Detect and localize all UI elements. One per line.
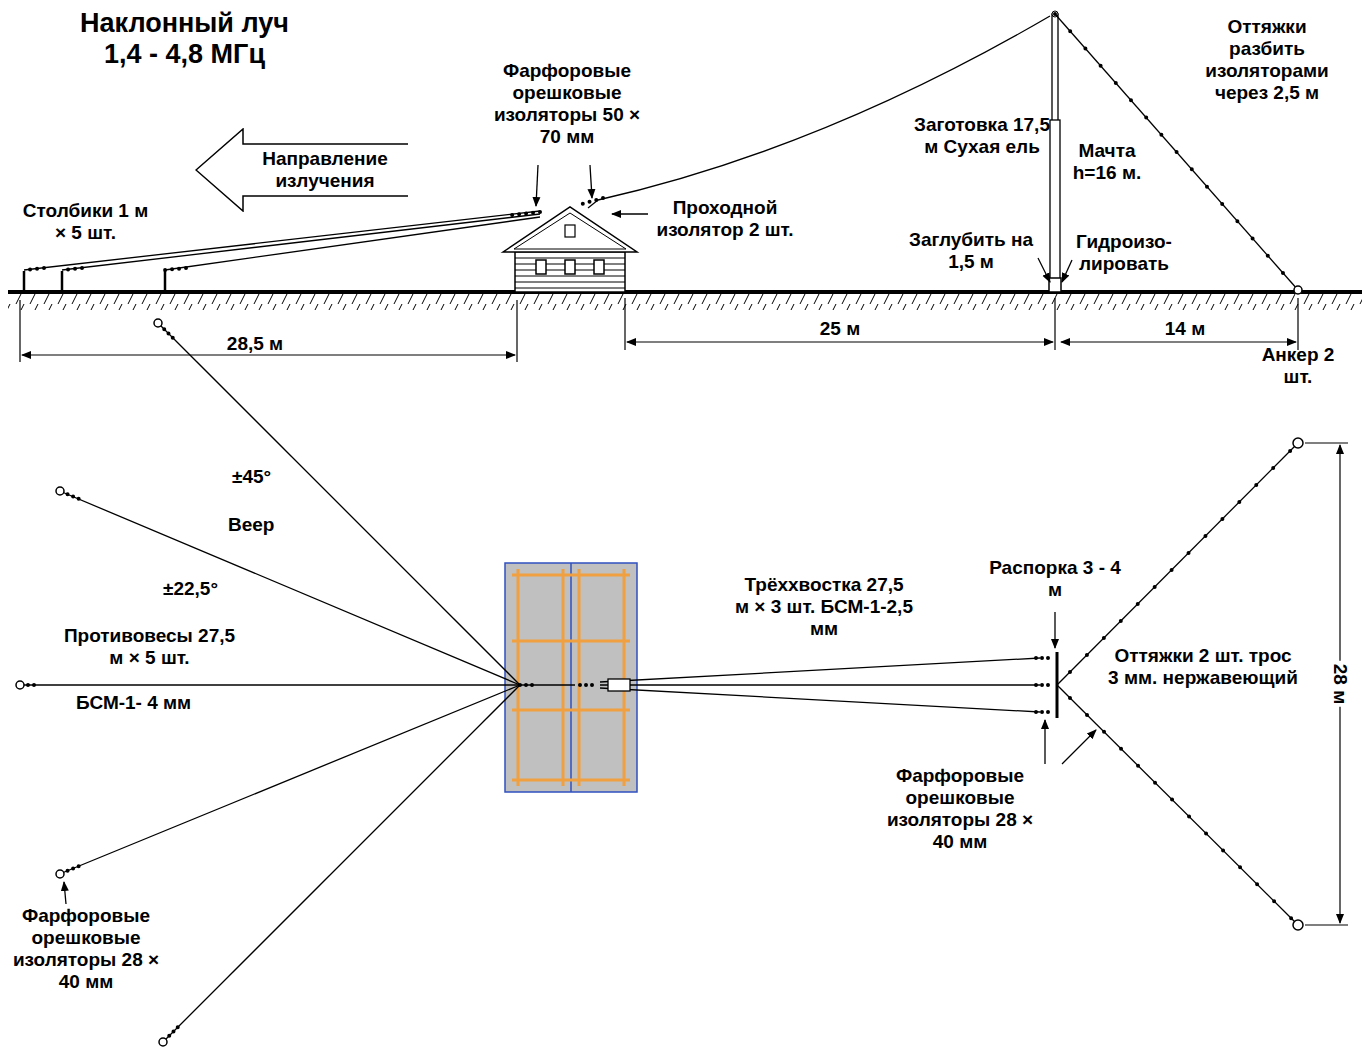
plan-guys — [1057, 443, 1298, 925]
annotation: Фарфоровые орешковые изоляторы 28 × 40 м… — [6, 905, 166, 993]
annotation: ±22,5° — [163, 578, 253, 600]
three-tail-insulators — [1036, 658, 1054, 712]
annotation: 28,5 м — [205, 333, 305, 355]
annotation: Веер — [228, 514, 298, 536]
ground-line — [8, 290, 1362, 294]
anchor — [1294, 286, 1302, 294]
leader-lines — [64, 612, 1096, 904]
dimension-label: 28 м — [1329, 661, 1351, 707]
direction-arrow: Направление излучения — [195, 128, 409, 212]
annotation: Анкер 2 шт. — [1250, 344, 1346, 388]
diagram-title: Наклонный луч 1,4 - 4,8 МГц — [62, 8, 307, 70]
annotation: Оттяжки разбить изоляторами через 2,5 м — [1192, 16, 1342, 104]
annotation: ±45° — [232, 466, 302, 488]
leader-lines — [536, 165, 1072, 282]
annotation: Трёххвостка 27,5 м × 3 шт. БСМ-1-2,5 мм — [735, 574, 913, 640]
annotation: 14 м — [1135, 318, 1235, 340]
annotation: Заглубить на 1,5 м — [906, 229, 1036, 273]
annotation: Распорка 3 - 4 м — [985, 557, 1125, 601]
annotation: Проходной изолятор 2 шт. — [650, 197, 800, 241]
annotation: Столбики 1 м × 5 шт. — [18, 200, 153, 244]
annotation: 25 м — [790, 318, 890, 340]
arrow-label: Направление излучения — [245, 148, 405, 192]
annotation: Фарфоровые орешковые изоляторы 28 × 40 м… — [880, 765, 1040, 853]
annotation: Заготовка 17,5 м Сухая ель — [912, 114, 1052, 158]
plan-guy-insulators — [1070, 443, 1298, 925]
house-plan — [505, 563, 637, 792]
dimension-lines — [20, 298, 1348, 925]
annotation: Противовесы 27,5 м × 5 шт. — [62, 625, 237, 669]
mast — [1049, 11, 1061, 292]
posts — [24, 271, 165, 292]
annotation: Гидроизо- лировать — [1064, 231, 1184, 275]
annotation: Мачта h=16 м. — [1063, 140, 1151, 184]
arrow-text-area: Направление излучения — [245, 128, 405, 212]
three-tail — [600, 658, 1040, 712]
annotation: Оттяжки 2 шт. трос 3 мм. нержавеющий — [1108, 645, 1298, 689]
ground-hatching — [8, 294, 1362, 310]
annotation: Фарфоровые орешковые изоляторы 50 × 70 м… — [487, 60, 647, 148]
annotation: БСМ-1- 4 мм — [76, 692, 236, 714]
